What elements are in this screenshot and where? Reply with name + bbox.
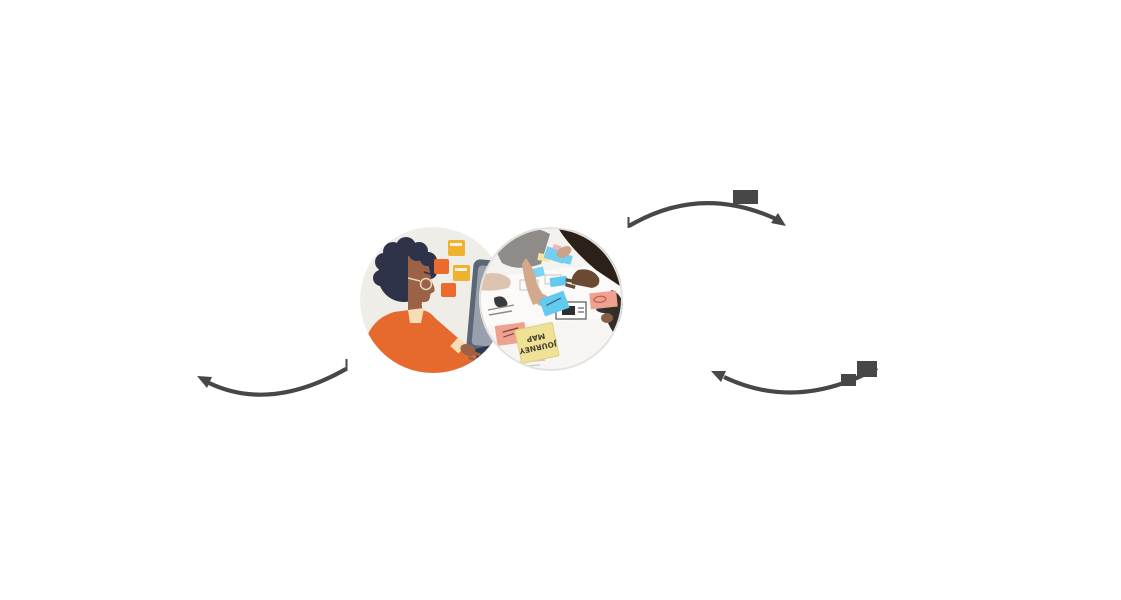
left-image-circle[interactable] — [360, 227, 512, 374]
right-image-circle[interactable]: JOURNEY MAP — [474, 226, 632, 381]
pixel-artifact — [841, 374, 856, 386]
journey-map-note: JOURNEY MAP — [514, 322, 560, 364]
photo-edge — [479, 227, 623, 371]
arrowhead — [711, 371, 726, 382]
person-sweater — [364, 309, 478, 373]
collar — [408, 308, 424, 323]
person-face — [407, 243, 435, 319]
arrowhead — [197, 376, 212, 388]
photo-fingers-stickies — [537, 243, 572, 264]
pixel-artifact — [733, 190, 758, 204]
sticky-note-icon — [441, 283, 456, 297]
folder-icon — [448, 240, 465, 256]
salmon-sticky-note — [589, 290, 618, 310]
photo-resting-hand — [565, 269, 600, 290]
glasses-icon — [407, 277, 433, 291]
arrow-bottom-right — [711, 361, 879, 395]
arrow-top-right — [627, 190, 786, 228]
sticky-note-icon — [434, 259, 449, 274]
arrowhead — [771, 213, 786, 226]
folder-icon — [453, 265, 470, 281]
photo-forearm — [479, 272, 511, 291]
cuff — [450, 337, 467, 354]
pixel-artifact — [857, 361, 877, 377]
journey-map-text-line2: MAP — [525, 331, 546, 344]
held-sticky-note — [538, 290, 570, 317]
arrow-bottom-left — [197, 359, 348, 397]
